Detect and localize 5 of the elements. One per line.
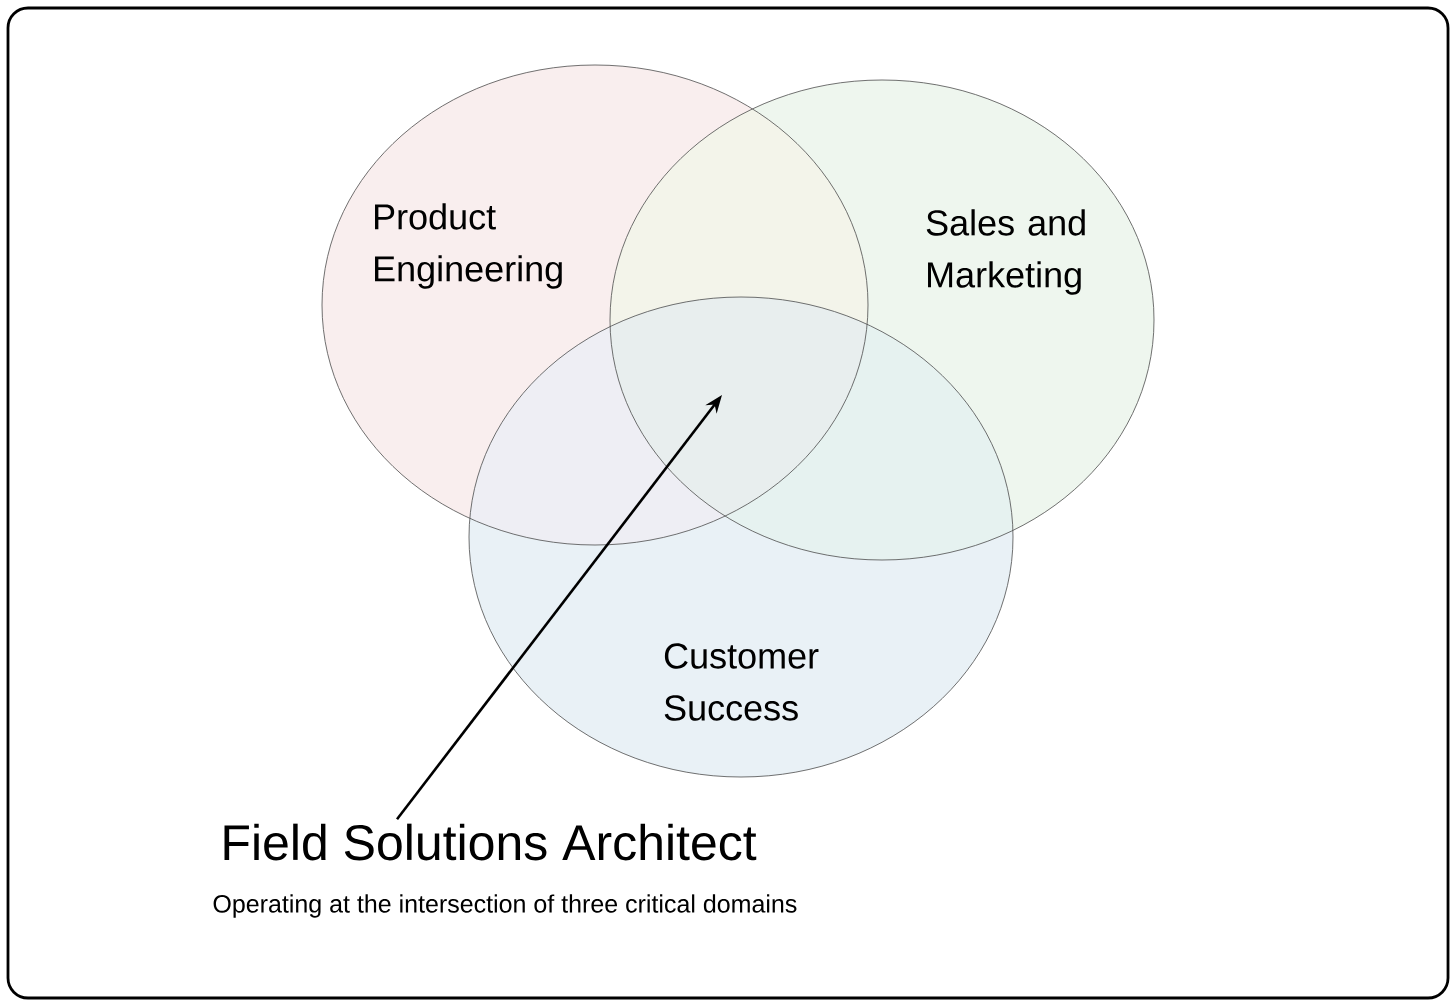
circle-label: Product Engineering [375,203,562,289]
heading: Field Solutions Architect [224,823,757,861]
subtitle: Operating at the intersection of three critical domains [213,894,797,918]
circle-label: Sales and Marketing [926,209,1085,295]
circle-label: Customer Success [664,643,819,721]
